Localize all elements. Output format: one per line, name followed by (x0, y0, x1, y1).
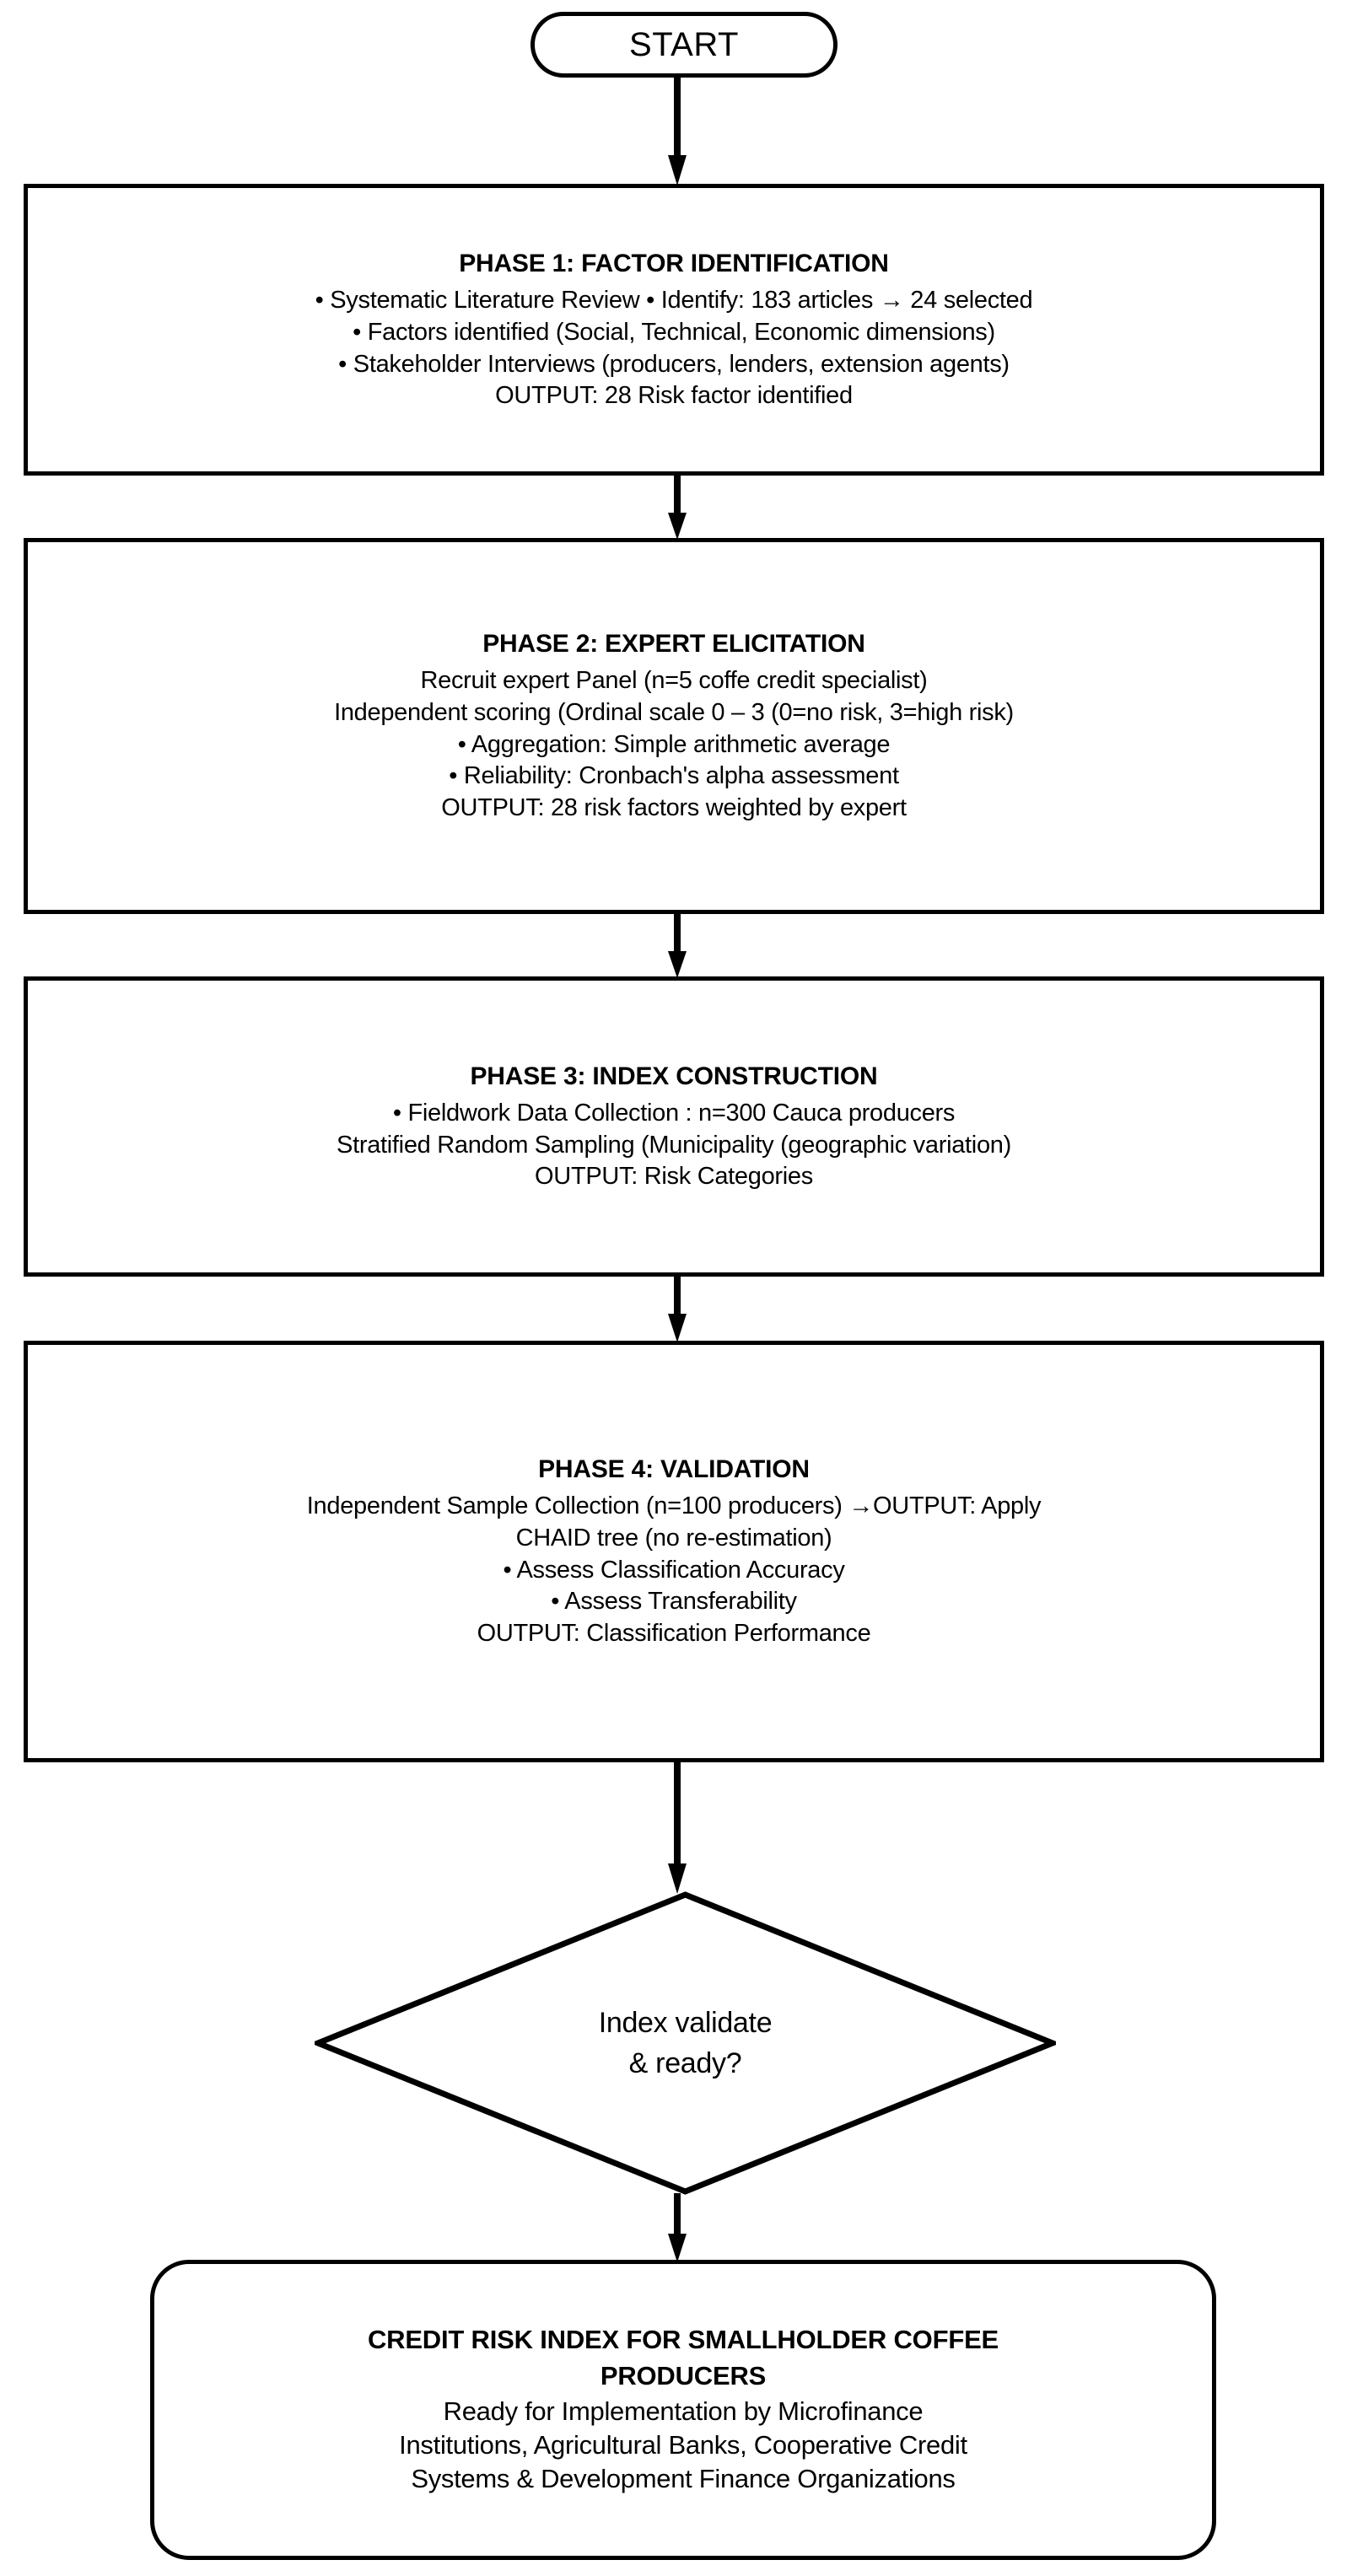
decision-line-2: & ready? (628, 2047, 742, 2079)
diamond-shape (315, 1891, 1056, 2195)
phase-3-text: PHASE 3: INDEX CONSTRUCTION • Fieldwork … (337, 1060, 1011, 1193)
phase-4-line-1: Independent Sample Collection (n=100 pro… (306, 1492, 1042, 1520)
phase-4-title: PHASE 4: VALIDATION (538, 1455, 810, 1484)
phase-1-box[interactable]: PHASE 1: FACTOR IDENTIFICATION • Systema… (24, 184, 1324, 476)
phase-1-line-3: • Stakeholder Interviews (producers, len… (338, 350, 1010, 378)
end-title-line-2: PRODUCERS (600, 2360, 767, 2390)
end-node[interactable]: CREDIT RISK INDEX FOR SMALLHOLDER COFFEE… (150, 2260, 1216, 2560)
end-title-line-1: CREDIT RISK INDEX FOR SMALLHOLDER COFFEE (367, 2325, 999, 2355)
phase-1-line-4: OUTPUT: 28 Risk factor identified (495, 382, 853, 410)
arrow-phase1-to-phase2 (666, 474, 688, 540)
end-line-2: Institutions, Agricultural Banks, Cooper… (399, 2430, 967, 2460)
arrow-phase2-to-phase3 (666, 912, 688, 978)
phase-1-title: PHASE 1: FACTOR IDENTIFICATION (459, 250, 889, 278)
phase-3-box[interactable]: PHASE 3: INDEX CONSTRUCTION • Fieldwork … (24, 976, 1324, 1277)
phase-3-line-2: Stratified Random Sampling (Municipality… (337, 1131, 1011, 1159)
start-label: START (629, 26, 739, 63)
end-line-3: Systems & Development Finance Organizati… (411, 2464, 956, 2494)
decision-line-1: Index validate (598, 2006, 773, 2039)
phase-1-line-2: • Factors identified (Social, Technical,… (353, 318, 995, 346)
arrow-phase4-to-decision (666, 1761, 688, 1894)
arrow-start-to-phase1 (666, 78, 688, 186)
phase-1-text: PHASE 1: FACTOR IDENTIFICATION • Systema… (315, 247, 1033, 412)
phase-3-line-1: • Fieldwork Data Collection : n=300 Cauc… (392, 1099, 956, 1127)
phase-2-title: PHASE 2: EXPERT ELICITATION (482, 630, 865, 659)
phase-2-line-1: Recruit expert Panel (n=5 coffe credit s… (420, 667, 928, 695)
phase-2-text: PHASE 2: EXPERT ELICITATION Recruit expe… (334, 627, 1014, 824)
phase-4-line-5: OUTPUT: Classification Performance (477, 1620, 871, 1648)
start-node-text: START (629, 23, 739, 67)
phase-4-line-4: • Assess Transferability (551, 1588, 797, 1616)
decision-node-text: Index validate & ready? (315, 1891, 1056, 2195)
start-node[interactable]: START (531, 12, 837, 78)
phase-3-line-3: OUTPUT: Risk Categories (535, 1163, 813, 1191)
end-node-text: CREDIT RISK INDEX FOR SMALLHOLDER COFFEE… (368, 2323, 999, 2496)
phase-4-line-3: • Assess Classification Accuracy (503, 1556, 845, 1584)
phase-4-line-2: CHAID tree (no re-estimation) (515, 1524, 832, 1552)
phase-3-title: PHASE 3: INDEX CONSTRUCTION (470, 1062, 878, 1090)
phase-2-line-4: • Reliability: Cronbach's alpha assessme… (449, 762, 899, 790)
arrow-decision-to-end (666, 2193, 688, 2262)
phase-2-box[interactable]: PHASE 2: EXPERT ELICITATION Recruit expe… (24, 538, 1324, 914)
phase-1-line-1: • Systematic Literature Review • Identif… (315, 287, 1033, 315)
end-line-1: Ready for Implementation by Microfinance (443, 2396, 924, 2426)
arrow-phase3-to-phase4 (666, 1275, 688, 1342)
phase-2-line-2: Independent scoring (Ordinal scale 0 – 3… (334, 698, 1014, 726)
phase-2-line-5: OUTPUT: 28 risk factors weighted by expe… (441, 794, 907, 822)
phase-4-box[interactable]: PHASE 4: VALIDATION Independent Sample C… (24, 1341, 1324, 1762)
phase-2-line-3: • Aggregation: Simple arithmetic average (457, 730, 891, 758)
phase-4-text: PHASE 4: VALIDATION Independent Sample C… (306, 1453, 1042, 1649)
decision-node[interactable]: Index validate & ready? (315, 1891, 1056, 2195)
